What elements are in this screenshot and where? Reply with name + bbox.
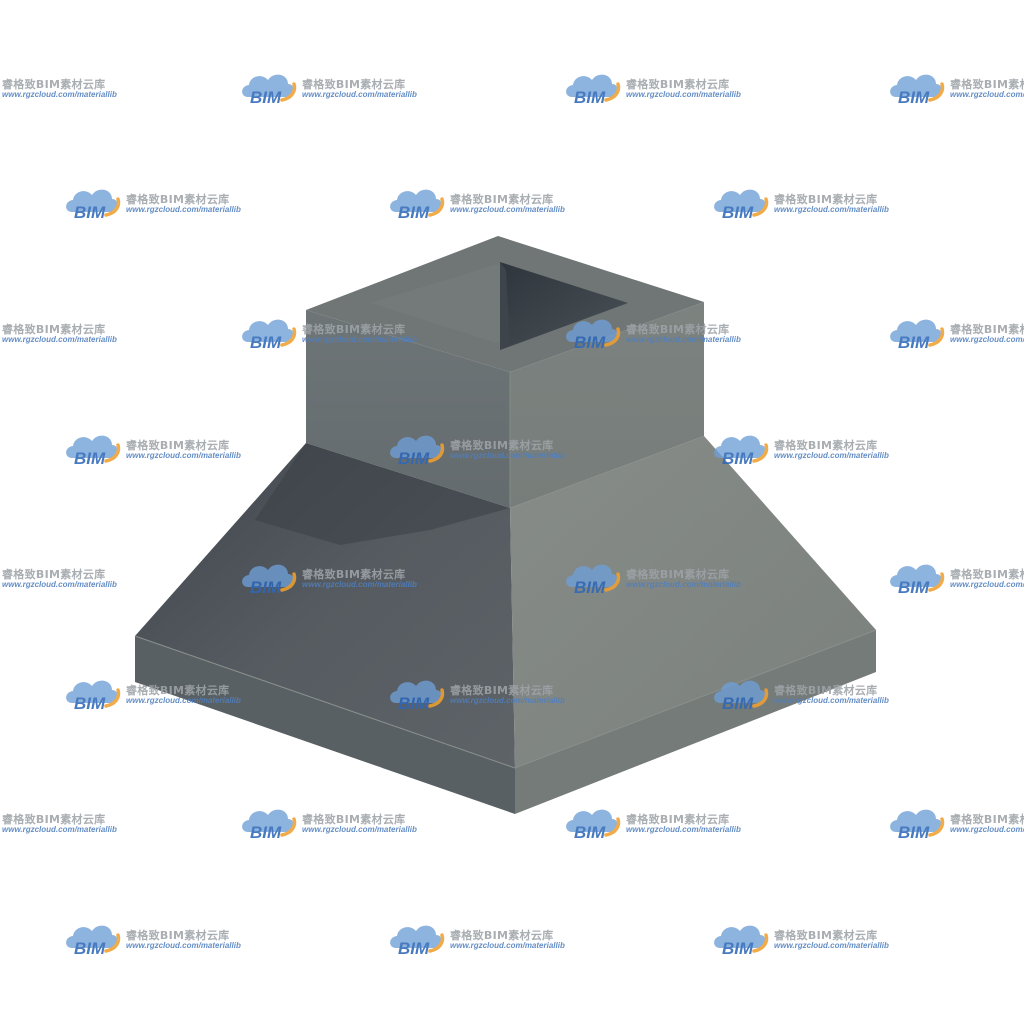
column-left-face xyxy=(306,310,510,508)
column-hole-inner-wall xyxy=(500,262,510,350)
base-right-side xyxy=(515,630,876,814)
column-hole xyxy=(500,262,628,350)
base-left-side xyxy=(135,636,515,814)
column-right-face xyxy=(510,302,704,508)
slope-right-face xyxy=(510,436,876,768)
base-edge-line xyxy=(134,629,877,769)
slope-shadow xyxy=(255,443,510,545)
